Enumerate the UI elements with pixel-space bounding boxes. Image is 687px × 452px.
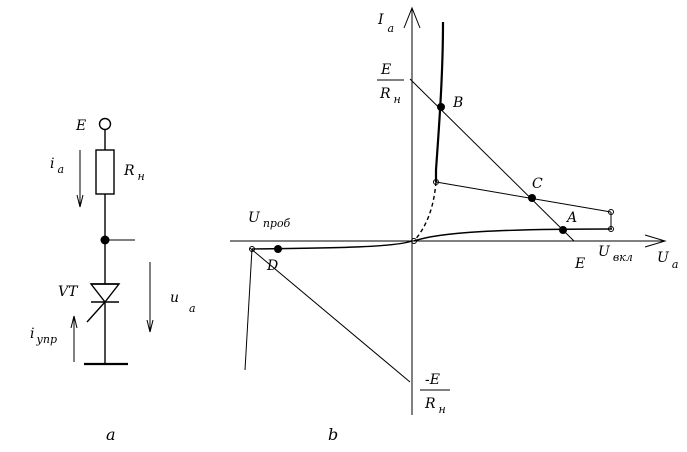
- marker-valley: [433, 179, 439, 185]
- svg-text:Rн: Rн: [379, 86, 401, 106]
- load-line-top: [409, 78, 575, 242]
- svg-text:E: E: [380, 62, 391, 78]
- forward-blocking-branch: [413, 228, 613, 242]
- x-axis: [230, 234, 667, 248]
- point-a: [559, 226, 567, 234]
- marker-origin: [411, 238, 417, 244]
- y-axis: [403, 6, 421, 415]
- marker-switch-bottom: [608, 226, 614, 232]
- label-x-e: E: [574, 256, 585, 272]
- y-axis-label: Ia: [377, 12, 394, 35]
- negative-resistance-region: [413, 181, 437, 242]
- load-line-bottom: [249, 247, 411, 383]
- svg-text:-E: -E: [425, 372, 440, 388]
- label-ua: ua: [170, 290, 196, 315]
- thyristor-symbol: [86, 283, 121, 323]
- marker-switch-top: [608, 209, 614, 215]
- on-state-branch: [434, 21, 445, 182]
- caption-b: b: [328, 425, 338, 444]
- caption-a: a: [106, 425, 116, 444]
- label-vt: VT: [58, 284, 79, 300]
- ia-arrow: [76, 150, 84, 208]
- point-d: [274, 245, 282, 253]
- terminal-e-node: [98, 117, 112, 131]
- svg-text:Rн: Rн: [424, 396, 446, 416]
- label-point-d: D: [266, 258, 278, 274]
- breakdown-branch: [244, 248, 253, 371]
- point-c: [528, 194, 536, 202]
- label-point-c: C: [532, 176, 543, 192]
- iupr-arrow: [70, 315, 78, 362]
- label-point-a: A: [565, 210, 577, 226]
- chord-line-c: [435, 181, 612, 213]
- ua-arrow: [146, 262, 154, 333]
- marker-breakdown: [249, 246, 255, 252]
- load-resistor: [95, 149, 115, 195]
- point-b: [437, 103, 445, 111]
- control-electrode: [86, 301, 106, 323]
- label-e-source: E: [75, 118, 86, 134]
- label-point-b: B: [452, 95, 463, 111]
